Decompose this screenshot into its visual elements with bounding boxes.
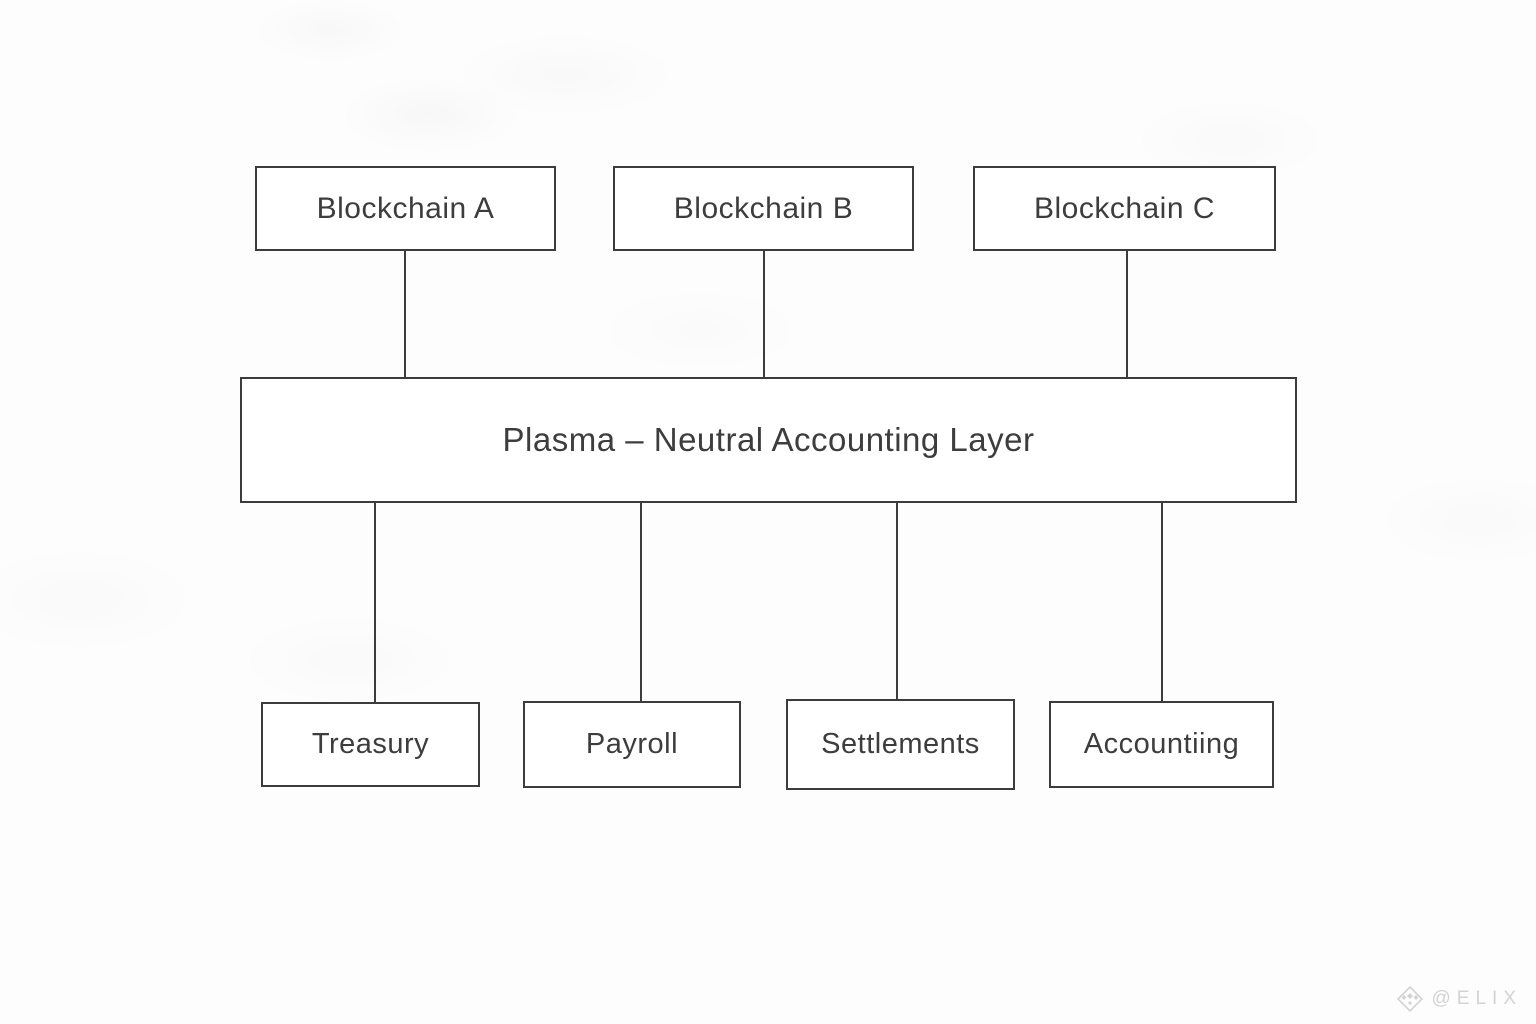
connector-plasma-to-accounting: [1161, 502, 1163, 702]
connector-blockchain-c-to-plasma: [1126, 250, 1128, 378]
connector-plasma-to-settlements: [896, 502, 898, 700]
node-treasury: Treasury: [261, 702, 480, 787]
connector-plasma-to-payroll: [640, 502, 642, 702]
node-blockchain-c: Blockchain C: [973, 166, 1276, 251]
connector-blockchain-a-to-plasma: [404, 250, 406, 378]
node-blockchain-a: Blockchain A: [255, 166, 556, 251]
node-accounting: Accountiing: [1049, 701, 1274, 788]
connector-blockchain-b-to-plasma: [763, 250, 765, 378]
node-settlements: Settlements: [786, 699, 1015, 790]
watermark: @ELIX: [1395, 984, 1522, 1014]
node-plasma-neutral-accounting-layer: Plasma – Neutral Accounting Layer: [240, 377, 1297, 503]
connector-plasma-to-treasury: [374, 502, 376, 703]
node-payroll: Payroll: [523, 701, 741, 788]
gem-logo-icon: [1395, 984, 1425, 1014]
node-blockchain-b: Blockchain B: [613, 166, 914, 251]
watermark-text: @ELIX: [1431, 988, 1522, 1009]
